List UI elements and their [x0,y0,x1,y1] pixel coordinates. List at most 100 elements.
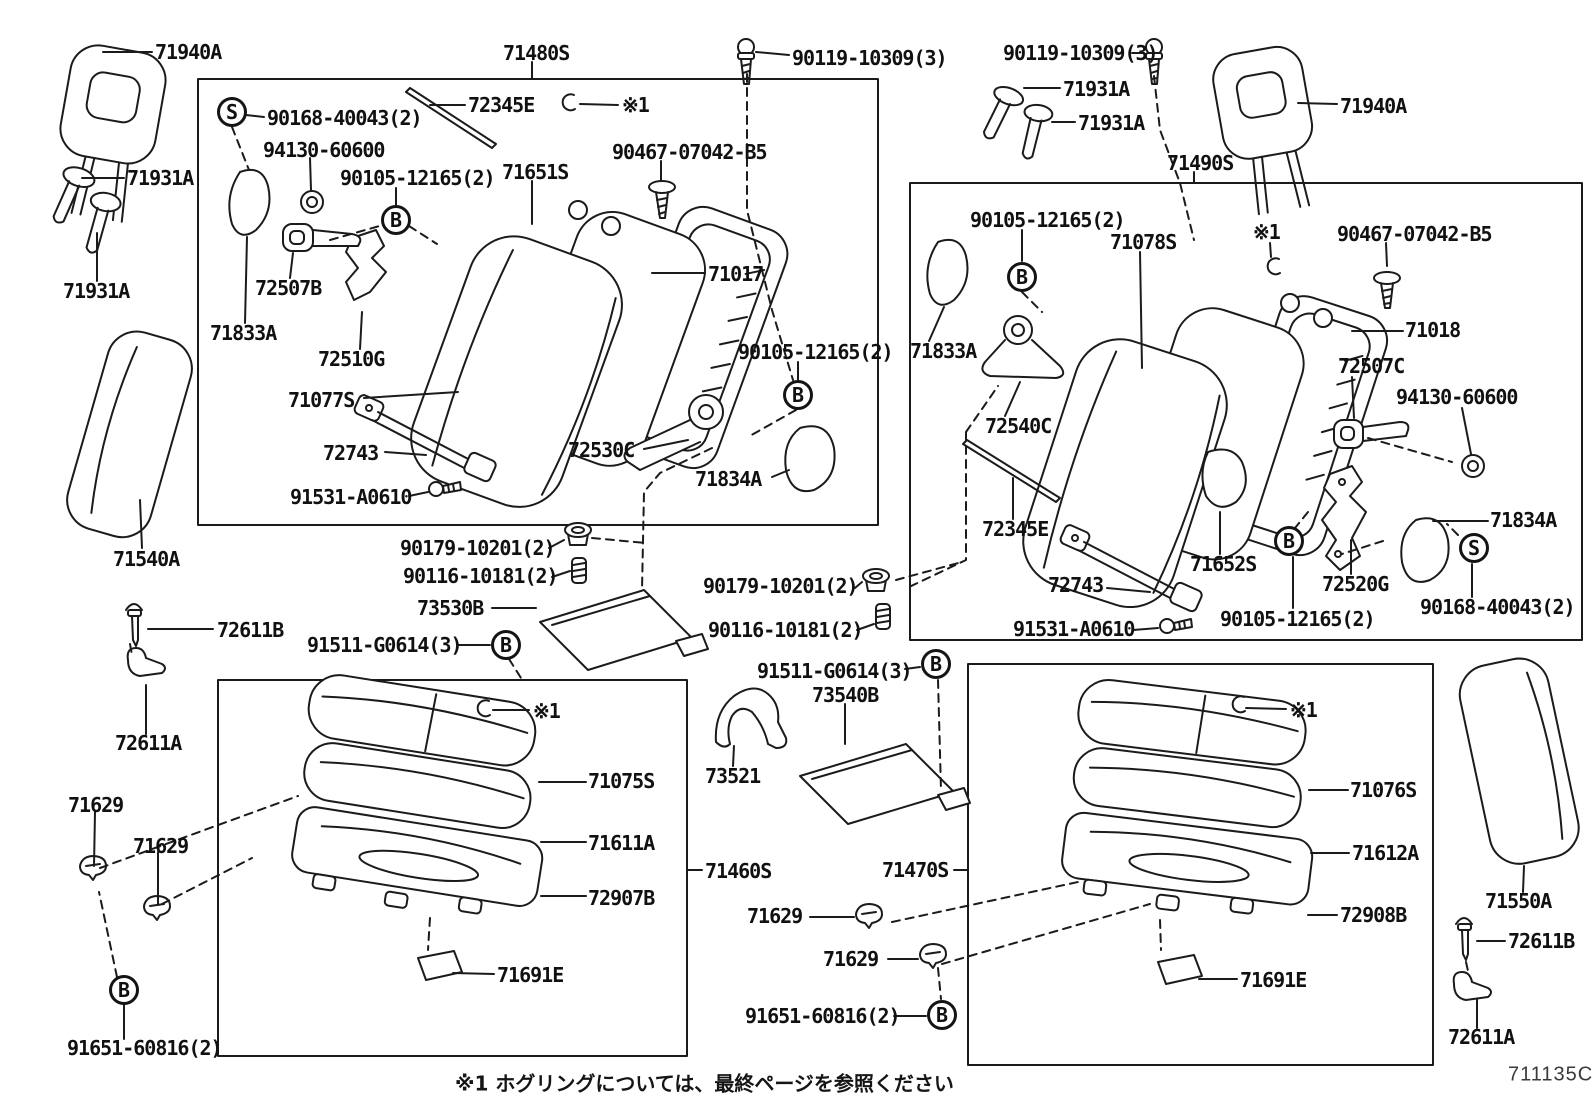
frame-stud [1280,293,1300,313]
part-label-71931A-29: 71931A [1063,77,1130,101]
part-label-91511-G06143-56: 91511-G0614(3) [757,659,913,683]
part-label-71078S-34: 71078S [1110,230,1177,254]
part-label-71075S-60: 71075S [588,769,655,793]
part-label-71480S-9: 71480S [503,41,570,65]
cover-71834A-right [1400,517,1450,583]
bracket-72540C [981,315,1065,379]
seat-pan-72908B [1061,811,1314,915]
part-label-71834A-48: 71834A [1490,508,1557,532]
box-71470S [967,663,1434,1066]
part-label-1-35: ※1 [1253,220,1281,244]
part-label-72907B-62: 72907B [588,886,655,910]
nut-90179-right [862,568,890,592]
part-label-94130-60600-11: 94130-60600 [263,138,385,162]
hog-ring-icon [476,699,491,718]
part-label-71834A-25: 71834A [695,467,762,491]
part-label-91531-A0610-45: 91531-A0610 [1013,617,1135,641]
part-label-71540A-3: 71540A [113,547,180,571]
hog-ring-icon [561,93,576,112]
pad-71691E-right [1157,954,1203,985]
part-label-71470S-65: 71470S [882,858,949,882]
clip-screw-90467-left [648,180,676,219]
part-label-72507B-18: 72507B [255,276,322,300]
headrest-supports-left [52,166,122,254]
part-label-90467-07042-B5-16: 90467-07042-B5 [612,140,768,164]
part-label-1-59: ※1 [533,699,561,723]
leader-lines [81,51,1525,1040]
strap-72743-left [353,394,497,483]
pin-72611B-right [1455,917,1473,961]
part-label-91531-A0610-23: 91531-A0610 [290,485,412,509]
bracket-72611A-right [1452,971,1492,1001]
part-label-72540C-38: 72540C [985,414,1052,438]
part-label-71629-72: 71629 [823,947,879,971]
part-label-91651-608162-73: 91651-60816(2) [745,1004,901,1028]
armrest-left-71540A [66,330,193,539]
part-label-71651S-15: 71651S [502,160,569,184]
part-label-72520G-47: 72520G [1322,572,1389,596]
part-label-71833A-19: 71833A [210,321,277,345]
callout-B-4: B [921,649,951,679]
cover-71833A-left [228,168,271,236]
seat-cushion-71075S [307,674,537,767]
part-label-72507C-40: 72507C [1338,354,1405,378]
callout-S-8: S [1459,533,1489,563]
part-label-71076S-67: 71076S [1350,778,1417,802]
part-label-71611A-61: 71611A [588,831,655,855]
callout-B-1: B [381,205,411,235]
strip-72345E-right [962,439,1061,503]
bolt-90116-right [875,603,891,630]
nut-90179-left [564,522,592,546]
nut-94130-right [1461,454,1485,478]
hog-ring-icon [1231,695,1246,714]
part-label-71460S-64: 71460S [705,859,772,883]
part-label-90179-102012-54: 90179-10201(2) [703,574,859,598]
part-label-72530C-24: 72530C [568,438,635,462]
strip-72345E-left [405,87,497,149]
part-label-71652S-43: 71652S [1190,552,1257,576]
headrest-right-71940A [1212,45,1314,216]
pad-71652S [1201,448,1247,508]
part-label-90119-103093-27: 90119-10309(3) [792,46,948,70]
cover-71833A-right [926,238,969,306]
part-label-71550A-74: 71550A [1485,889,1552,913]
part-label-90168-400432-10: 90168-40043(2) [267,106,423,130]
seat-pad-71612A [1072,747,1302,829]
callout-S-0: S [217,97,247,127]
part-label-71931A-30: 71931A [1078,111,1145,135]
bracket-72510G [345,229,387,301]
seatback-cover-71077S [410,235,623,508]
part-label-90116-101812-55: 90116-10181(2) [708,618,864,642]
hog-ring-icon [1266,257,1281,276]
callout-B-2: B [783,380,813,410]
part-label-72611A-5: 72611A [115,731,182,755]
armrest-right-71550A [1458,657,1580,865]
part-label-91511-G06143-53: 91511-G0614(3) [307,633,463,657]
screw-91531-right [1159,618,1193,634]
frame-stud [601,216,621,236]
part-label-71931A-2: 71931A [63,279,130,303]
callout-B-7: B [1274,526,1304,556]
clip-71629 [919,943,947,969]
part-label-72743-44: 72743 [1048,573,1104,597]
part-label-72743-22: 72743 [323,441,379,465]
hinge-72507C [1333,419,1410,449]
seat-pad-71611A [303,742,532,829]
part-label-72908B-69: 72908B [1340,903,1407,927]
part-label-90179-102012-50: 90179-10201(2) [400,536,556,560]
clip-screw-90467-right [1373,271,1401,309]
box-71460S [217,679,688,1057]
screw-90119-right [1145,38,1163,85]
hinge-72507B [282,223,362,252]
dashed-lines [98,73,1469,1000]
part-label-71833A-37: 71833A [910,339,977,363]
part-label-71490S-31: 71490S [1167,151,1234,175]
part-label-72611B-4: 72611B [217,618,284,642]
part-label-72611B-75: 72611B [1508,929,1575,953]
part-label-71018-39: 71018 [1405,318,1461,342]
part-label-91651-608162-8: 91651-60816(2) [67,1036,223,1060]
box-71480S [197,78,879,526]
bracket-73521 [714,687,788,749]
bracket-hole [1338,478,1346,486]
